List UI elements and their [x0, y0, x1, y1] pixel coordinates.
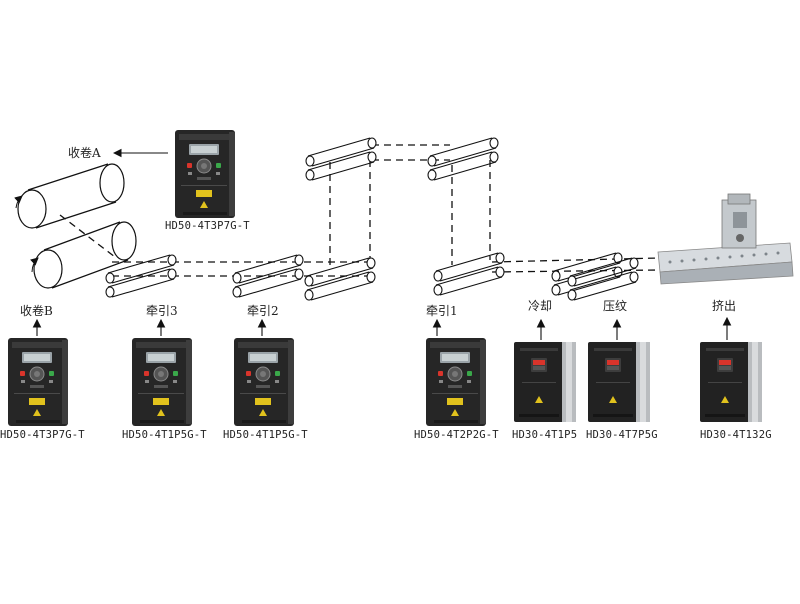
label-winder-a: 收卷A: [68, 146, 101, 160]
traction-1-rollers: [433, 252, 505, 296]
label-extrusion: 挤出: [712, 299, 737, 313]
label-traction-3: 牵引3: [146, 304, 178, 318]
model-traction-1: HD50-4T2P2G-T: [414, 429, 499, 441]
inverter-winder-a: [174, 129, 236, 219]
model-traction-2: HD50-4T1P5G-T: [223, 429, 308, 441]
model-embossing: HD30-4T7P5G: [586, 429, 658, 441]
turn-roller-lower: [304, 257, 376, 301]
extrusion-die: [657, 193, 794, 285]
model-winder-a: HD50-4T3P7G-T: [165, 220, 250, 232]
winder-b-roll: [30, 221, 137, 289]
model-extrusion: HD30-4T132G: [700, 429, 772, 441]
inverter-traction-3: [131, 337, 193, 427]
inverter-cooling: [514, 342, 576, 422]
inverter-extrusion: [700, 342, 762, 422]
inverter-winder-b: [7, 337, 69, 427]
model-cooling: HD30-4T1P5: [512, 429, 578, 441]
model-traction-3: HD50-4T1P5G-T: [122, 429, 207, 441]
label-cooling: 冷却: [528, 299, 553, 313]
winder-a-roll: [14, 163, 125, 229]
label-traction-1: 牵引1: [426, 304, 458, 318]
inverter-embossing: [588, 342, 650, 422]
model-winder-b: HD50-4T3P7G-T: [0, 429, 85, 441]
inverter-traction-1: [425, 337, 487, 427]
film-path: [59, 144, 661, 277]
control-arrows: [32, 148, 732, 340]
label-winder-b: 收卷B: [20, 304, 53, 318]
label-embossing: 压纹: [603, 299, 628, 313]
turn-roller-upper-right: [427, 137, 499, 181]
label-traction-2: 牵引2: [247, 304, 279, 318]
turn-roller-upper-left: [305, 137, 377, 181]
inverter-traction-2: [233, 337, 295, 427]
